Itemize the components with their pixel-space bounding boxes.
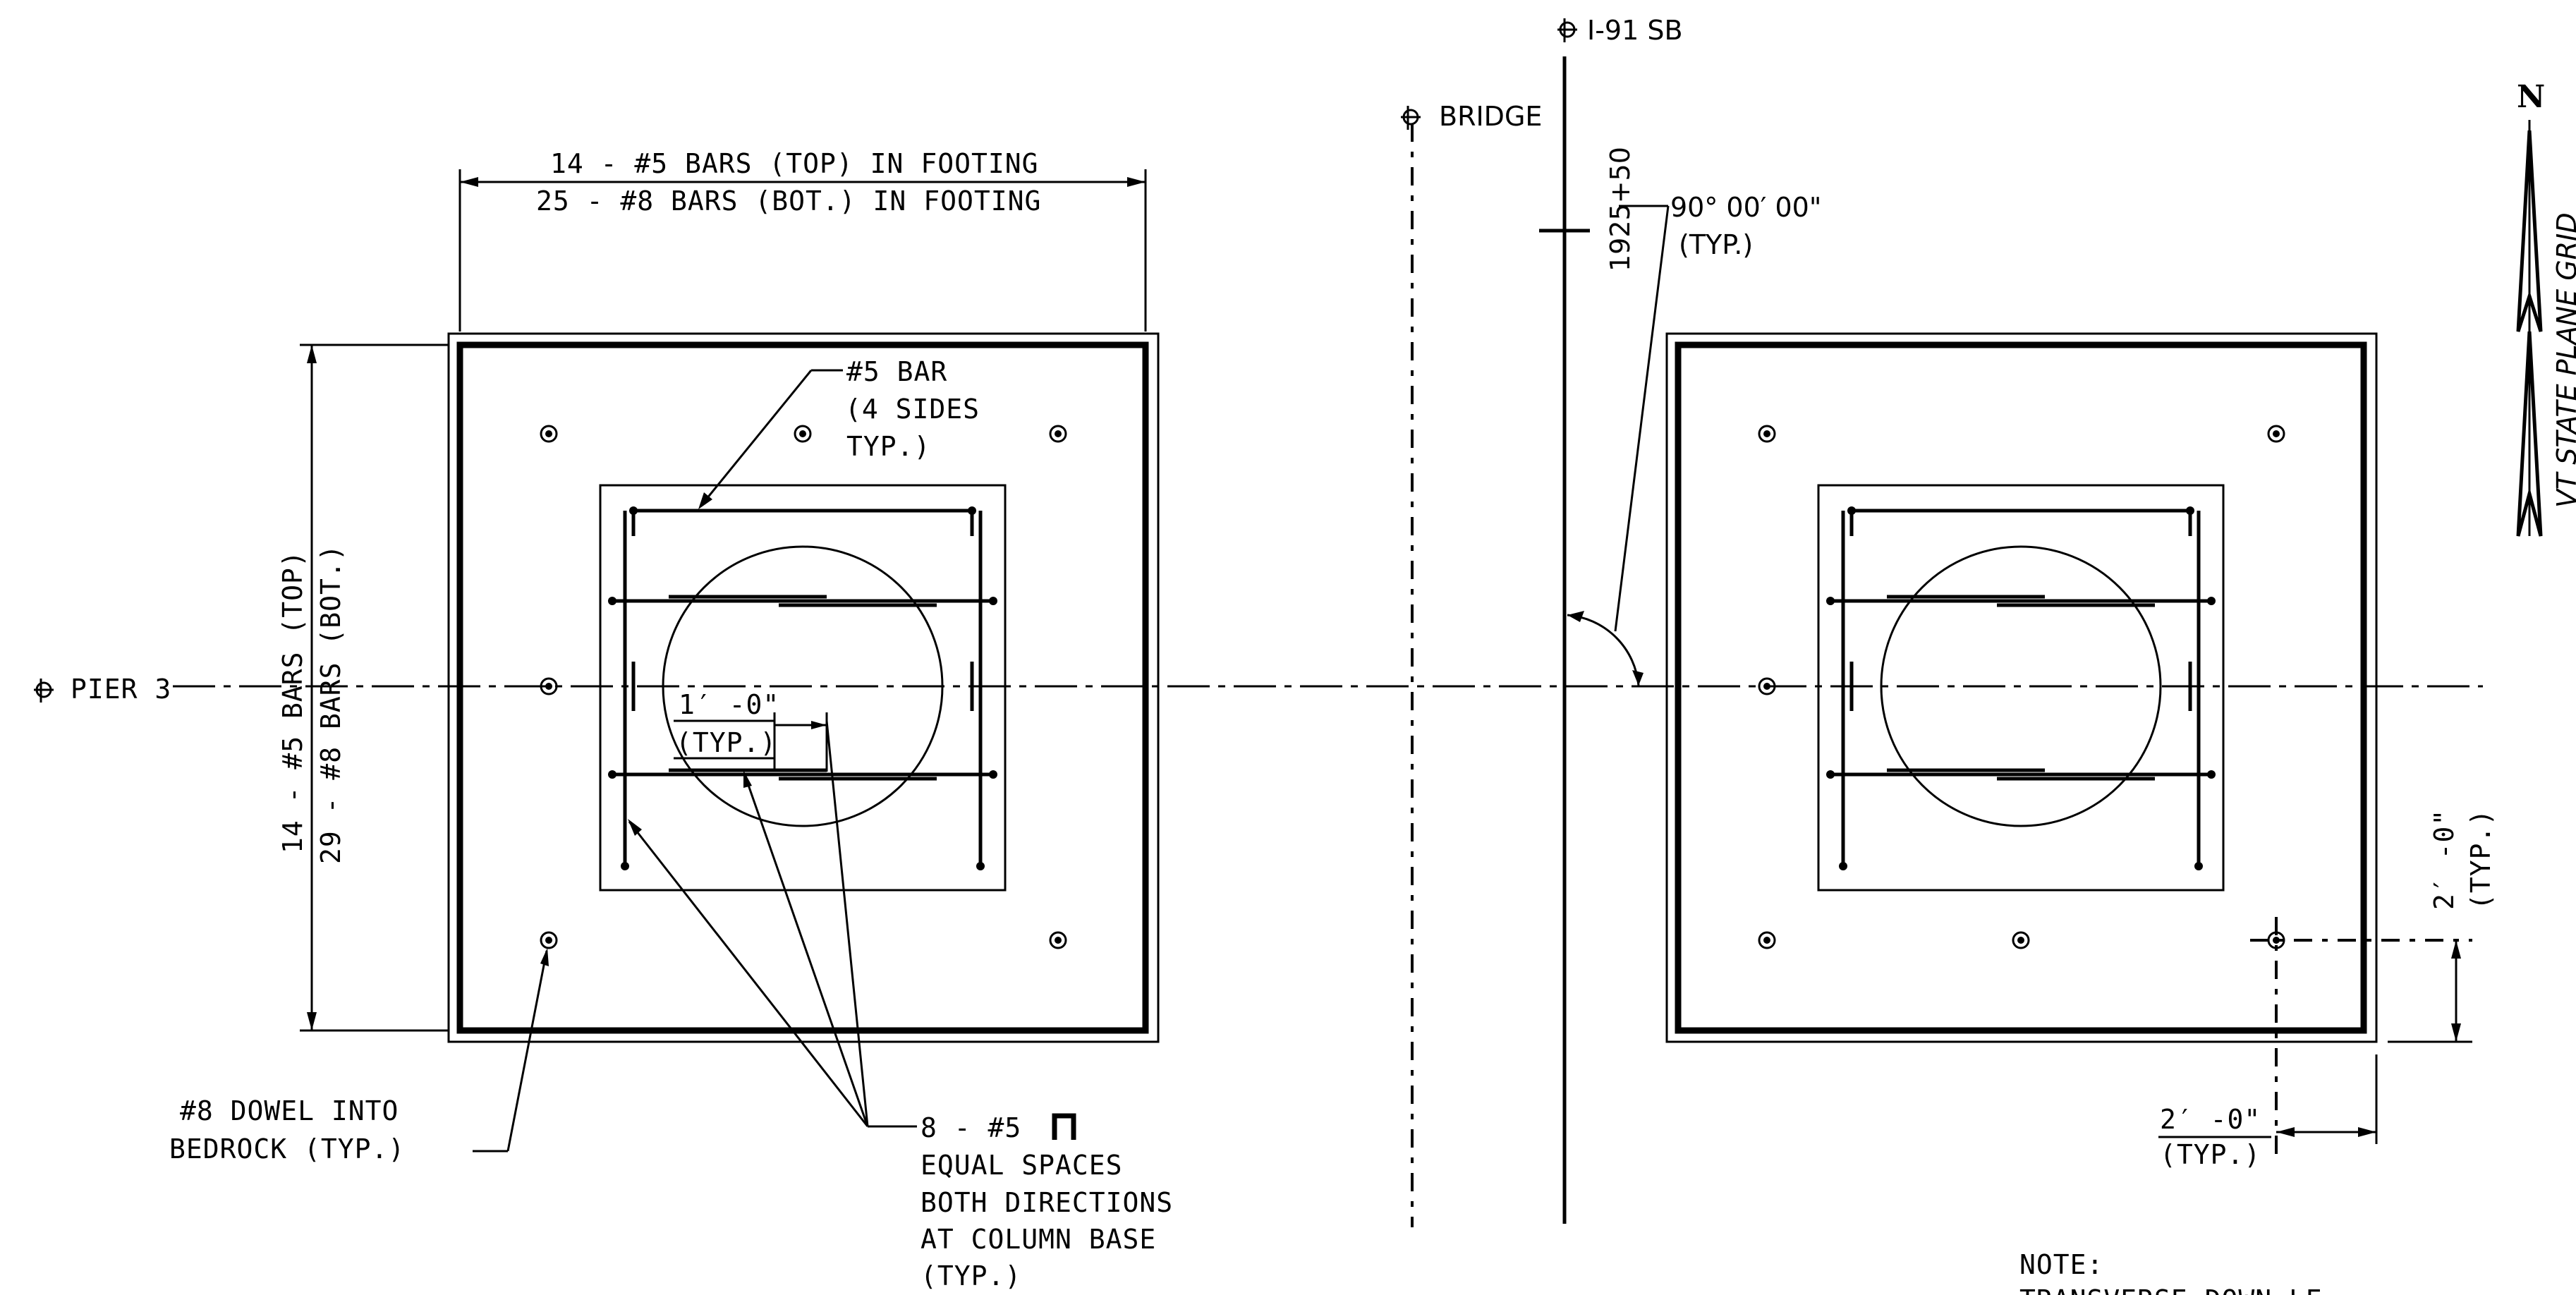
right-footing (1665, 332, 2378, 1043)
skew-angle-label: 90° 00′ 00" (1670, 192, 1821, 223)
right-column (1880, 545, 2162, 827)
bar5-line-3: TYP.) (846, 431, 930, 462)
hoops-line-1: 8 - #5 (921, 1112, 1021, 1143)
left-dowels (540, 425, 1067, 949)
centerline-symbol-i91 (1557, 18, 1577, 42)
dim-1ft-typ: (TYP.) (676, 727, 777, 758)
i91-label: I-91 SB (1587, 15, 1683, 46)
top-bars-line-1: 14 - #5 BARS (TOP) IN FOOTING (550, 148, 1038, 179)
hoops-line-2: EQUAL SPACES (921, 1150, 1123, 1181)
side-bars-line-1: 14 - #5 BARS (TOP) (277, 550, 308, 853)
dim-2ft-h-typ: (TYP.) (2160, 1139, 2261, 1170)
dim-2ft-v-label: 2′ -0" (2429, 809, 2460, 910)
skew-leader-line (1614, 205, 1670, 632)
note-text: TRANSVERSE DOWN LE (2019, 1284, 2323, 1295)
dim-2ft-h-label: 2′ -0" (2160, 1104, 2261, 1135)
left-column (662, 545, 944, 827)
note-title: NOTE: (2019, 1249, 2103, 1280)
hoops-line-4: AT COLUMN BASE (921, 1224, 1156, 1255)
hoop-symbol-icon (1052, 1113, 1076, 1140)
dim-1ft-label: 1′ -0" (679, 689, 779, 720)
skew-typ-label: (TYP.) (1679, 229, 1753, 260)
pier-label: PIER 3 (71, 674, 171, 705)
bar5-line-2: (4 SIDES (845, 394, 980, 425)
left-footing (447, 332, 1160, 1043)
centerline-symbol-pier (34, 679, 54, 703)
north-arrow-icon (2516, 120, 2543, 537)
station-label: 1925+50 (1605, 147, 1636, 272)
top-bars-line-2: 25 - #8 BARS (BOT.) IN FOOTING (536, 186, 1041, 217)
bar5-line-1: #5 BAR (846, 356, 947, 387)
right-pedestal (1817, 484, 2225, 892)
dowel-line-1: #8 DOWEL INTO (180, 1095, 399, 1126)
hoops-line-5: (TYP.) (921, 1260, 1021, 1291)
north-label: N (2517, 79, 2545, 115)
dowel-line-2: BEDROCK (TYP.) (169, 1133, 405, 1165)
side-bars-line-2: 29 - #8 BARS (BOT.) (315, 544, 346, 864)
hoops-line-3: BOTH DIRECTIONS (921, 1187, 1173, 1218)
bridge-label: BRIDGE (1439, 101, 1542, 132)
dim-2ft-v-typ: (TYP.) (2465, 809, 2496, 910)
north-grid-label: VT STATE PLANE GRID (2551, 212, 2576, 508)
left-pedestal (599, 484, 1007, 892)
skew-arc (1567, 614, 1640, 686)
centerline-symbol-bridge (1401, 106, 1421, 130)
